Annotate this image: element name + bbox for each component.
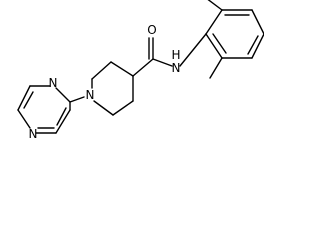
amide-nitrogen-label: N: [172, 61, 181, 75]
methyl-bond-bottom: [209, 57, 223, 79]
ring-bond: [110, 61, 134, 77]
ring-bond: [93, 100, 114, 116]
piperidine-nitrogen-label: N: [86, 88, 95, 102]
carbonyl-oxygen-label: O: [147, 23, 156, 37]
pyrazine-nitrogen-4-label: N: [29, 127, 38, 141]
carbonyl-ring-bond: [132, 58, 154, 77]
ring-bond: [112, 100, 134, 116]
n-carbonyl-bond: [152, 58, 173, 67]
ring-bond: [205, 33, 223, 59]
ring-bond: [55, 109, 71, 134]
ring-bond: [251, 33, 264, 59]
ring-bond: [205, 9, 223, 35]
ring-bond: [55, 87, 71, 103]
ring-bond: [91, 61, 112, 80]
ring-bond: [17, 109, 31, 129]
methyl-bond-top: [207, 0, 223, 11]
ring-double-bond-inner: [212, 33, 227, 54]
dimethylphenyl-ring: [205, 9, 264, 59]
molecule-structure-diagram: O N H N N N: [17, 0, 264, 141]
pyrazine-nitrogen-1-label: N: [49, 76, 58, 90]
ring-double-bond-inner: [56, 107, 67, 126]
ring-bond: [251, 9, 264, 35]
pyrazine-ring: [17, 85, 71, 134]
amide-hydrogen-label: H: [171, 48, 180, 62]
ring-double-bond-inner: [247, 35, 259, 55]
aryl-n-bond: [179, 33, 207, 67]
n-pyrazine-bond: [69, 96, 85, 103]
ring-bond: [17, 85, 31, 111]
piperidine-ring: [91, 58, 154, 116]
ring-double-bond-inner: [23, 91, 34, 109]
